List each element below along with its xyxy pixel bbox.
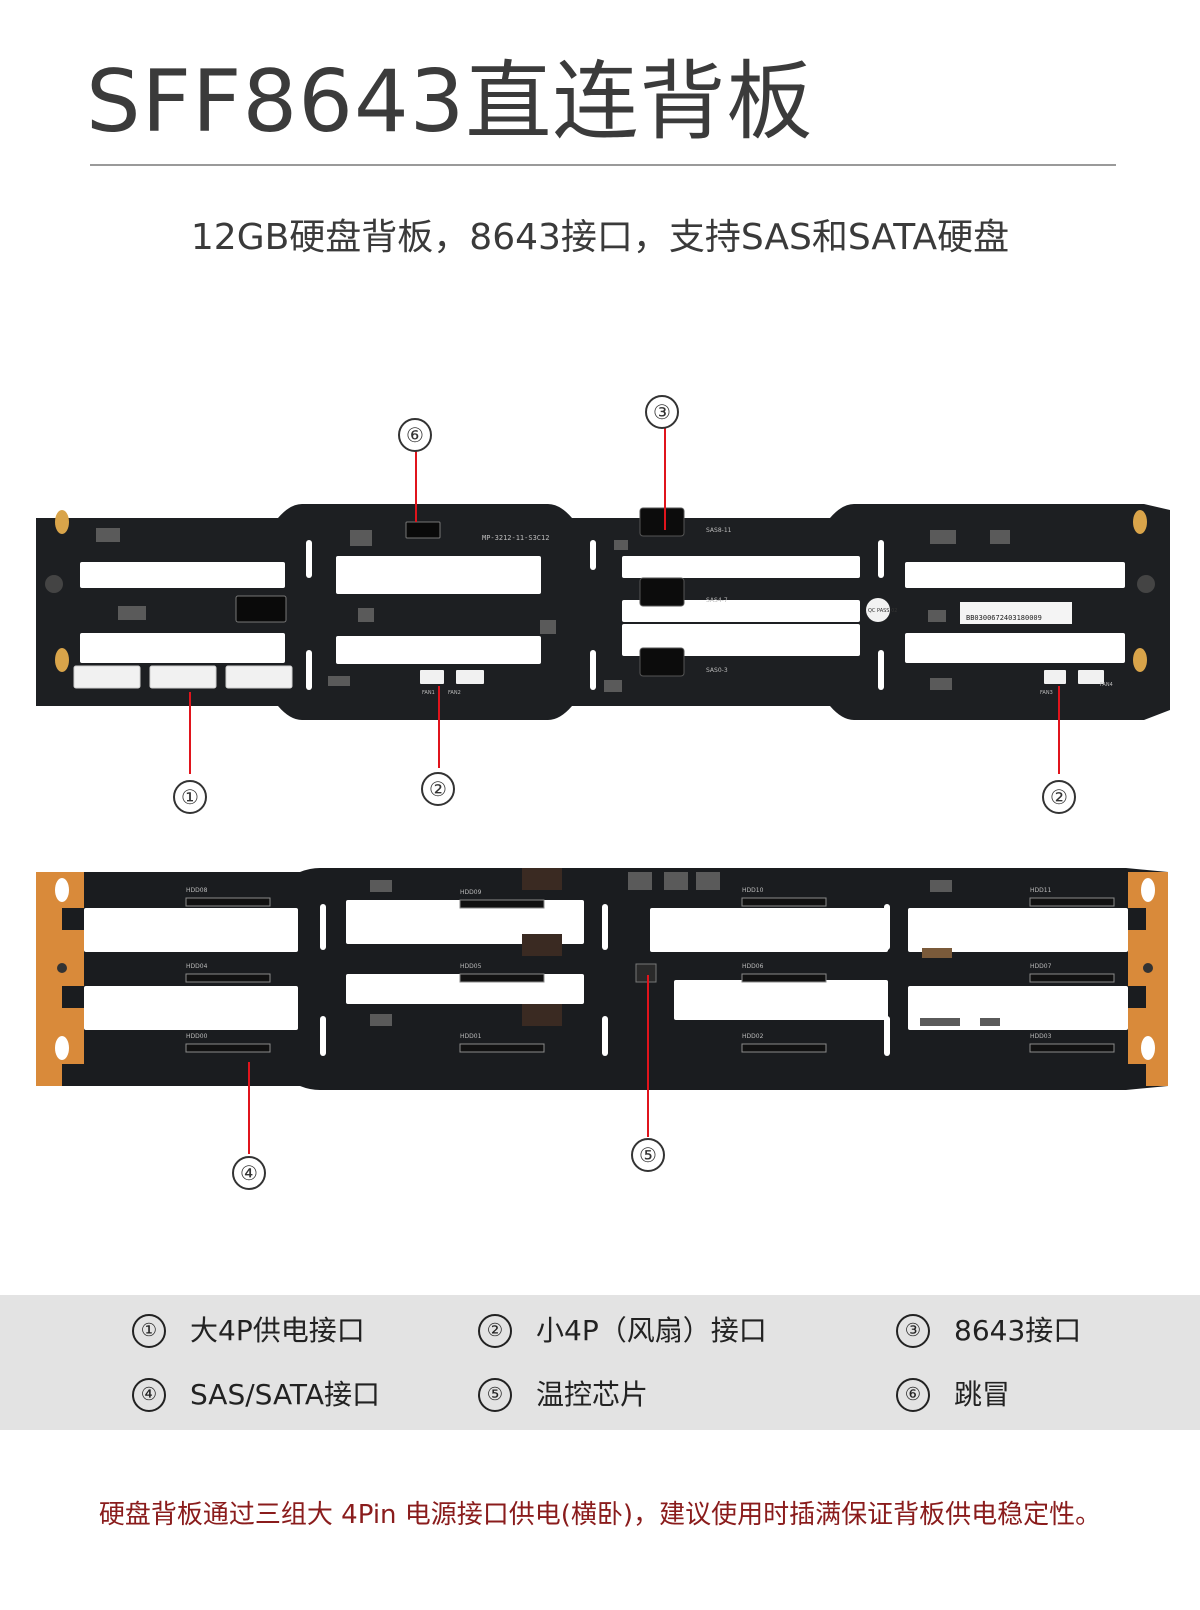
- legend-number-1: ①: [132, 1314, 166, 1348]
- leader-line-6: [415, 450, 417, 522]
- marker-1: ①: [173, 780, 207, 814]
- pcb-front-mounting-holes: [45, 510, 1155, 672]
- hdd-label-09: HDD09: [460, 889, 482, 896]
- legend-item-6: ⑥ 跳冒: [896, 1377, 1010, 1413]
- legend-item-4: ④ SAS/SATA接口: [132, 1377, 380, 1413]
- marker-4: ④: [232, 1156, 266, 1190]
- marker-2b: ②: [1042, 780, 1076, 814]
- legend-panel: ① 大4P供电接口 ② 小4P（风扇）接口 ③ 8643接口 ④ SAS/SAT…: [0, 1295, 1200, 1430]
- fan-label-4: FAN4: [1100, 682, 1113, 688]
- legend-number-6: ⑥: [896, 1378, 930, 1412]
- sas-label-1: SAS8-11: [706, 527, 732, 534]
- serial-sticker: [960, 602, 1072, 624]
- copper-strips: [36, 872, 1168, 1086]
- legend-item-2: ② 小4P（风扇）接口: [478, 1313, 767, 1349]
- marker-2a: ②: [421, 772, 455, 806]
- legend-number-3: ③: [896, 1314, 930, 1348]
- fan-label-1: FAN1: [422, 690, 435, 696]
- aux-header: [235, 595, 287, 623]
- legend-number-4: ④: [132, 1378, 166, 1412]
- legend-number-2: ②: [478, 1314, 512, 1348]
- jumper-header: [405, 521, 441, 539]
- legend-item-1: ① 大4P供电接口: [132, 1313, 365, 1349]
- back-smd-components: [370, 868, 1000, 1026]
- hdd-label-05: HDD05: [460, 963, 482, 970]
- page-title: SFF8643直连背板: [86, 52, 814, 152]
- leader-line-1: [189, 692, 191, 774]
- marker-6: ⑥: [398, 418, 432, 452]
- hdd-sata-connectors: [185, 897, 1115, 1053]
- hdd-label-06: HDD06: [742, 963, 764, 970]
- leader-line-3: [664, 426, 666, 530]
- backplane-front-image: BB0300672403180009 QC PASS 02 MP-3212-11…: [36, 504, 1170, 720]
- hdd-label-08: HDD08: [186, 887, 208, 894]
- leader-line-2b: [1058, 686, 1060, 774]
- hdd-label-03: HDD03: [1030, 1033, 1052, 1040]
- qc-sticker: [866, 598, 890, 622]
- leader-line-2a: [438, 686, 440, 768]
- pcb-back-mounting-holes: [55, 878, 1155, 1060]
- legend-label-1: 大4P供电接口: [190, 1314, 365, 1347]
- legend-number-5: ⑤: [478, 1378, 512, 1412]
- title-divider: [90, 164, 1116, 166]
- smd-components: [96, 528, 1010, 692]
- legend-label-4: SAS/SATA接口: [190, 1378, 381, 1411]
- board-model-label: MP-3212-11-S3C12: [482, 534, 549, 542]
- legend-label-3: 8643接口: [954, 1314, 1082, 1347]
- legend-item-3: ③ 8643接口: [896, 1313, 1081, 1349]
- sas-label-2: SAS4-7: [706, 597, 728, 604]
- hdd-labels: HDD08 HDD09 HDD10 HDD11 HDD04 HDD05 HDD0…: [186, 887, 1052, 1040]
- hdd-label-01: HDD01: [460, 1033, 482, 1040]
- legend-label-2: 小4P（风扇）接口: [536, 1314, 767, 1347]
- power-usage-note: 硬盘背板通过三组大 4Pin 电源接口供电(横卧)，建议使用时插满保证背板供电稳…: [98, 1500, 1102, 1530]
- hdd-label-10: HDD10: [742, 887, 764, 894]
- fan-connectors: [420, 670, 1104, 684]
- marker-5: ⑤: [631, 1138, 665, 1172]
- hdd-label-00: HDD00: [186, 1033, 208, 1040]
- legend-label-6: 跳冒: [954, 1378, 1011, 1411]
- hdd-label-02: HDD02: [742, 1033, 764, 1040]
- hdd-label-04: HDD04: [186, 963, 208, 970]
- fan-label-2: FAN2: [448, 690, 461, 696]
- legend-item-5: ⑤ 温控芯片: [478, 1377, 648, 1413]
- sff8643-connectors: [639, 507, 685, 677]
- serial-label: BB0300672403180009: [966, 614, 1042, 622]
- pcb-back-slots: [84, 900, 1128, 1056]
- page-subtitle: 12GB硬盘背板，8643接口，支持SAS和SATA硬盘: [190, 217, 1010, 258]
- fan-label-3: FAN3: [1040, 690, 1053, 696]
- hdd-label-07: HDD07: [1030, 963, 1052, 970]
- legend-label-5: 温控芯片: [536, 1378, 649, 1411]
- power-4p-connectors: [73, 665, 293, 689]
- backplane-back-image: HDD08 HDD09 HDD10 HDD11 HDD04 HDD05 HDD0…: [36, 868, 1168, 1090]
- hdd-label-11: HDD11: [1030, 887, 1052, 894]
- qc-label: QC PASS 02: [868, 608, 897, 614]
- marker-3: ③: [645, 395, 679, 429]
- leader-line-5: [647, 975, 649, 1137]
- sas-label-3: SAS0-3: [706, 667, 728, 674]
- pcb-front-outline: [36, 504, 1170, 720]
- leader-line-4: [248, 1062, 250, 1154]
